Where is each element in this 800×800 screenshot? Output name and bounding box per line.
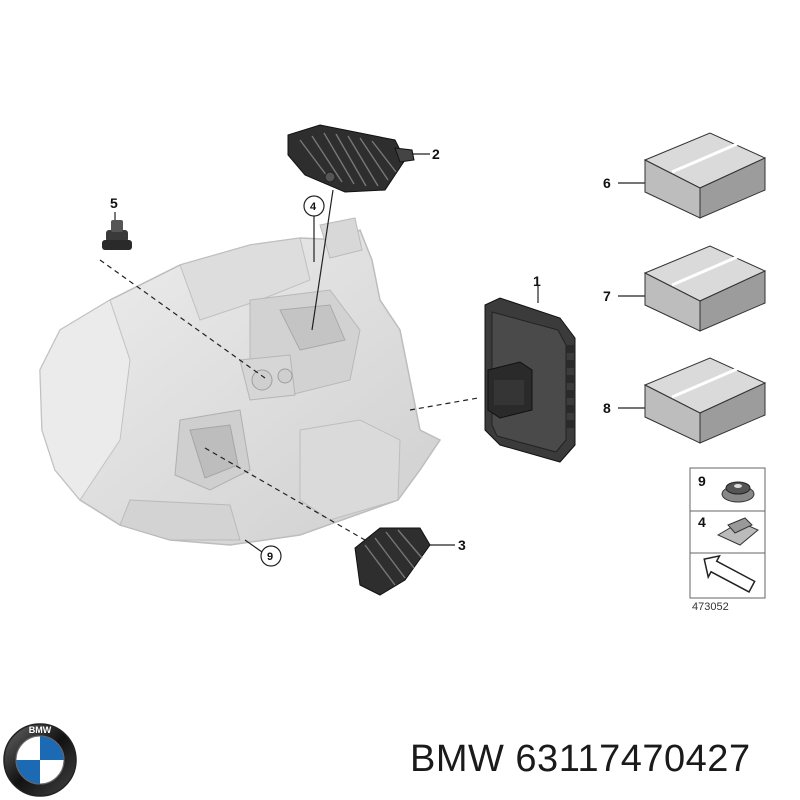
diagram-ref-number: 473052 [692, 601, 729, 613]
bmw-logo-text: BMW [29, 725, 52, 735]
box-part-7 [643, 245, 767, 332]
callout-5: 5 [110, 195, 118, 211]
callout-8: 8 [603, 400, 611, 416]
nut-icon [721, 481, 755, 503]
callout-7: 7 [603, 288, 611, 304]
bmw-logo: BMW [3, 723, 77, 797]
callout-labels: 1 2 3 5 6 7 8 4 9 9 4 473052 [110, 146, 729, 613]
box-part-6 [643, 132, 767, 219]
led-module-part-3 [354, 527, 431, 596]
callout-3: 3 [458, 537, 466, 553]
arrow-icon [703, 554, 756, 593]
callout-1: 1 [533, 273, 541, 289]
clip-part-5 [102, 220, 132, 250]
legend-label-9: 9 [698, 473, 706, 489]
speed-clip-icon [716, 517, 759, 546]
leader-lines [99, 153, 645, 553]
callout-2: 2 [432, 146, 440, 162]
headlight-housing [39, 217, 442, 546]
callout-6: 6 [603, 175, 611, 191]
callout-9-circled: 9 [267, 551, 273, 563]
callout-4-circled: 4 [310, 201, 317, 213]
legend-box [689, 467, 766, 599]
led-module-part-2 [287, 124, 415, 193]
box-part-8 [643, 357, 767, 444]
part-number-label: BMW 63117470427 [410, 738, 751, 780]
legend-label-4: 4 [698, 514, 706, 530]
control-unit-part-1 [484, 297, 576, 463]
